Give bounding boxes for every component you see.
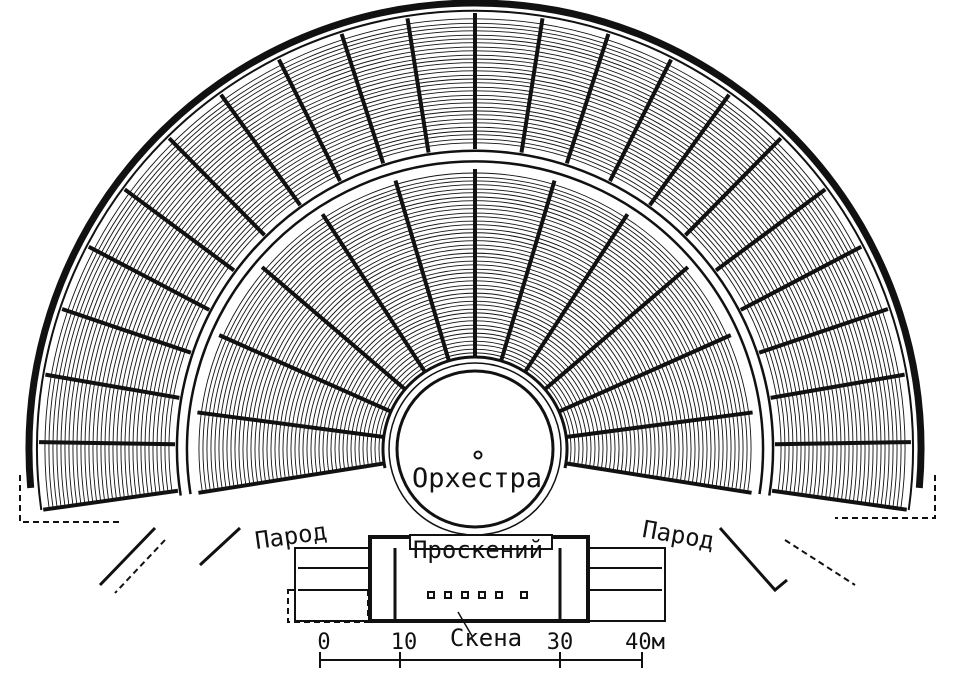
stairway-lower xyxy=(260,265,407,391)
stairway-lower xyxy=(499,179,557,362)
skene-leader xyxy=(457,611,473,637)
scale-tick-label: 0 xyxy=(317,630,330,655)
stairway-upper xyxy=(339,33,386,165)
stairway-lower xyxy=(558,333,732,414)
scale-tick-label: 30 xyxy=(547,630,574,655)
stairway-upper xyxy=(564,33,611,165)
stairway-upper xyxy=(684,136,783,237)
outer-wall xyxy=(25,0,925,511)
stairway-upper xyxy=(167,136,266,237)
proskenion-label: Проскений xyxy=(413,536,543,564)
stairway-lower xyxy=(543,265,690,391)
parodos-left xyxy=(19,475,242,594)
skene-building xyxy=(287,534,666,637)
diazoma xyxy=(175,149,775,496)
scale-tick-label: 40м xyxy=(625,630,665,655)
stairway-lower xyxy=(198,461,385,495)
stairway-lower xyxy=(565,410,753,439)
stairway-upper xyxy=(519,17,545,153)
stairway-upper xyxy=(714,187,827,272)
stairway-upper xyxy=(758,307,889,355)
orchestra-label: Орхестра xyxy=(412,463,542,494)
stairway-lower xyxy=(393,179,451,362)
stairway-upper xyxy=(42,488,179,512)
skene-columns xyxy=(427,591,528,599)
stairway-upper xyxy=(219,93,302,207)
retaining-wall-inner xyxy=(36,9,914,511)
stairway-upper xyxy=(45,372,180,400)
stairway-upper xyxy=(123,187,236,272)
stairway-lower xyxy=(320,213,427,373)
orchestra-circle xyxy=(388,362,562,536)
stairway-lower xyxy=(523,213,630,373)
retaining-wall xyxy=(25,0,925,489)
stairway-upper xyxy=(739,244,863,312)
skene-label: Скена xyxy=(450,624,522,652)
stairway-upper xyxy=(87,244,211,312)
parodos-right xyxy=(718,475,936,593)
stairway-upper xyxy=(61,307,192,355)
stairway-upper xyxy=(608,58,673,182)
stairway-upper xyxy=(774,440,911,447)
scale-tick-label: 10 xyxy=(391,630,418,655)
stairway-upper xyxy=(770,372,905,400)
stairway-lower xyxy=(197,410,385,439)
stairway-upper xyxy=(405,17,431,153)
scale-bar xyxy=(319,652,643,668)
stairway-upper xyxy=(39,440,176,447)
stairway-lower xyxy=(565,461,752,495)
stairway-lower xyxy=(218,333,392,414)
parodos-left-label: Парод xyxy=(253,517,328,555)
diazoma xyxy=(185,160,765,495)
stairway-upper xyxy=(648,93,731,207)
stairway-upper xyxy=(277,58,342,182)
stairway-upper xyxy=(771,488,908,512)
thymele-altar xyxy=(473,450,483,460)
parodos-right-label: Парод xyxy=(640,515,716,555)
